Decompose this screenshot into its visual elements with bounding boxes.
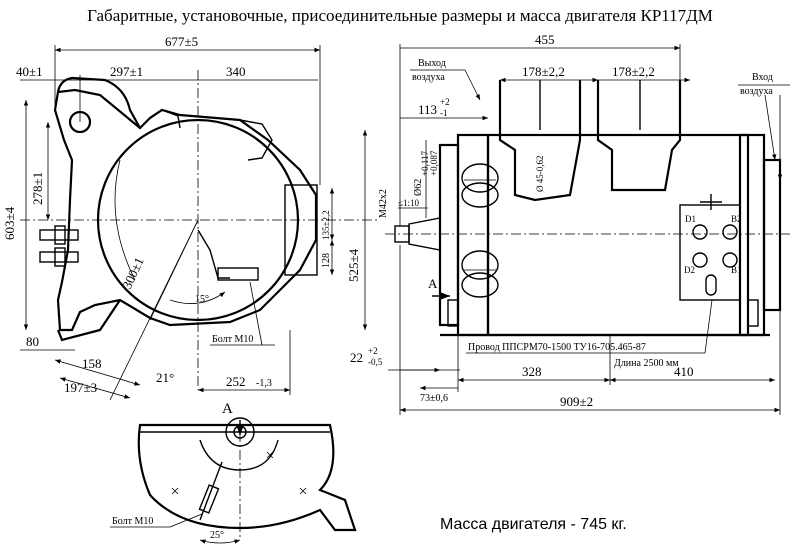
view-a-bolt-label: Болт М10 (112, 516, 153, 527)
dim-text-40: 40±1 (16, 64, 43, 79)
rear-cover (762, 158, 782, 312)
view-a-hub (199, 439, 279, 471)
dim-text-22-upper: +2 (368, 346, 378, 356)
view-a-angle-text: 25° (210, 530, 224, 541)
terminal-d1: D1 (685, 214, 696, 224)
wire-label: Провод ППСРМ70-1500 ТУ16-705.465-87 (468, 342, 646, 353)
view-a-bolt-m10 (198, 484, 220, 514)
dim-text-603: 603±4 (2, 206, 17, 240)
terminal-panel (679, 204, 741, 301)
bolt-leader (249, 281, 263, 346)
air-out-line1: Выход (418, 58, 446, 69)
angle-line-21 (109, 219, 199, 401)
air-out-line2: воздуха (412, 72, 445, 83)
bolt-label-front: Болт М10 (212, 334, 253, 345)
dim-text-252: 252 (226, 374, 246, 389)
front-view: 677±5 40±1 297±1 340 603±4 278±1 525±4 1… (2, 34, 380, 401)
dim-text-328: 328 (522, 364, 542, 379)
dim-text-135: 135±2,2 (321, 210, 331, 240)
dim-text-d62-lower: +0,087 (429, 150, 439, 176)
terminal-b1: B1 (731, 265, 742, 275)
dim-text-d45: Ø 45-0,62 (535, 156, 545, 193)
dim-text-radius: 300±1 (119, 255, 147, 291)
dim-text-278: 278±1 (30, 172, 45, 205)
terminal-box (284, 184, 318, 276)
dim-text-113-upper: +2 (440, 97, 450, 107)
dim-text-80: 80 (26, 334, 39, 349)
dim-text-113: 113 (418, 102, 437, 117)
air-in-line1: Вход (752, 72, 773, 83)
dim-text-m42: М42х2 (378, 189, 389, 218)
terminal-b2: B2 (731, 214, 742, 224)
stator-body (486, 133, 750, 337)
cooling-ribs (461, 163, 499, 298)
front-foot (56, 299, 121, 342)
mass-label: Масса двигателя - 745 кг. (440, 516, 627, 533)
view-arrow-label-side: А (428, 276, 438, 291)
view-a-crosses (171, 451, 307, 495)
dim-text-525: 525±4 (346, 248, 361, 282)
air-in-line2: воздуха (740, 86, 773, 97)
dim-line-197 (59, 377, 131, 399)
wire-length: Длина 2500 мм (614, 358, 679, 369)
dim-text-677: 677±5 (165, 34, 198, 49)
air-pipes (39, 225, 79, 267)
air-out-arrow (464, 69, 481, 101)
dim-text-909: 909±2 (560, 394, 593, 409)
lifting-lugs (498, 80, 682, 202)
view-a-title: А (222, 401, 233, 417)
terminal-d2: D2 (684, 265, 695, 275)
end-bell-rear (738, 133, 766, 337)
view-a-bolt-leader (169, 513, 203, 528)
foot-right (747, 299, 759, 327)
dim-text-340: 340 (226, 64, 246, 79)
dim-text-22-lower: -0,5 (368, 357, 383, 367)
dim-text-178-2: 178±2,2 (612, 64, 655, 79)
angle-arc-15 (169, 291, 226, 304)
dim-text-15deg: 15° (195, 294, 209, 305)
dim-text-d62: Ø62 (413, 179, 424, 196)
front-housing-outline (53, 88, 318, 332)
dim-text-d62-upper: +0,117 (420, 151, 430, 176)
bolt-m10-front (217, 267, 259, 281)
page-title: Габаритные, установочные, присоединитель… (87, 6, 713, 25)
view-a: А 25° Болт М10 (110, 401, 357, 544)
dim-text-taper: ≤1:10 (398, 198, 419, 208)
side-view: D1 B2 D2 B1 455 Выход воздуха 178±2,2 17… (350, 32, 790, 415)
view-a-outline (137, 423, 357, 532)
air-in-arrow (764, 94, 777, 161)
end-bell-drive (438, 143, 460, 327)
top-lug-left (139, 109, 181, 129)
dim-text-22: 22 (350, 350, 363, 365)
terminals (692, 224, 738, 296)
dim-text-297: 297±1 (110, 64, 143, 79)
dim-text-73: 73±0,6 (420, 393, 448, 404)
view-a-angle-arc (199, 539, 241, 544)
dim-text-128: 128 (321, 253, 332, 268)
wire-leader (704, 299, 713, 354)
dim-text-21deg: 21° (156, 370, 174, 385)
dim-text-178-1: 178±2,2 (522, 64, 565, 79)
dim-text-197: 197±3 (64, 380, 97, 395)
dim-text-113-lower: -1 (440, 108, 448, 118)
top-lug-right (239, 119, 273, 161)
dim-text-252-tol: -1,3 (256, 378, 272, 389)
foot-left (447, 299, 459, 327)
dim-text-455: 455 (535, 32, 555, 47)
dim-text-158: 158 (82, 356, 102, 371)
bolt-cable (197, 229, 230, 279)
dim-text-410: 410 (674, 364, 694, 379)
